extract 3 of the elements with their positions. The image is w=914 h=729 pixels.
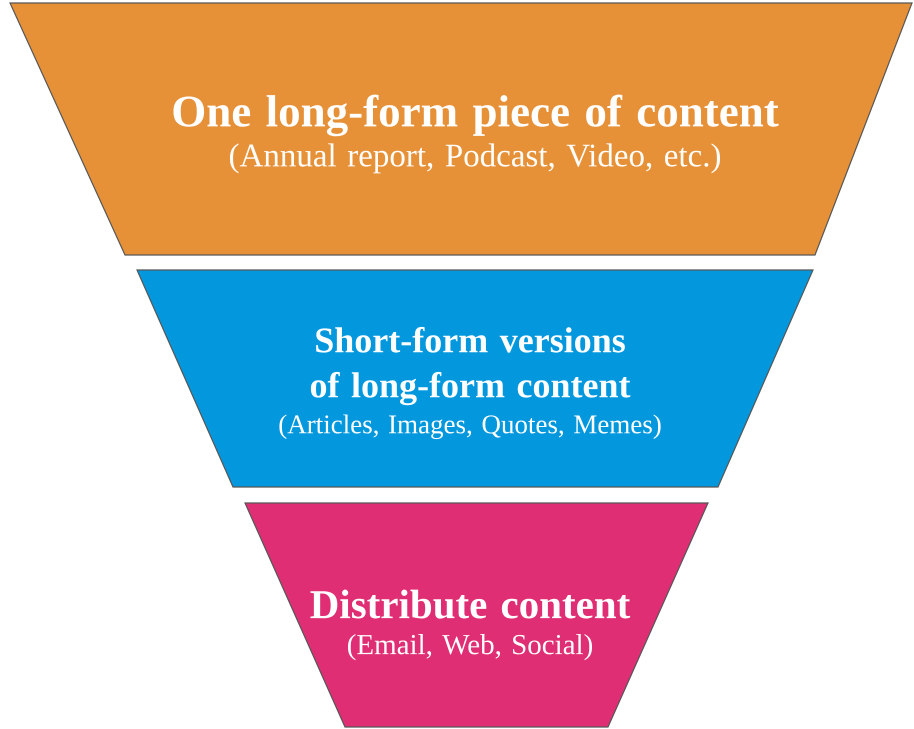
funnel-stage: Distribute content (Email, Web, Social) (244, 502, 709, 728)
funnel-stage: One long-form piece of content (Annual report, Podcast, Video, etc.) (9, 2, 913, 256)
funnel-stage: Short-form versions of long-form content (Articles, Images, Quotes, Memes) (136, 269, 814, 488)
